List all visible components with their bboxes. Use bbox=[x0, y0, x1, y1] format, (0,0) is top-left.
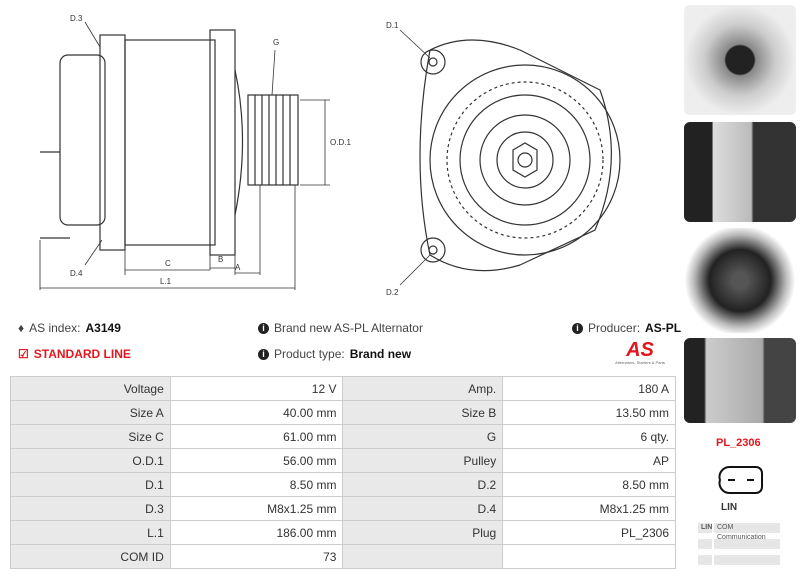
pin-name bbox=[698, 555, 712, 565]
plug-code: PL_2306 bbox=[716, 437, 761, 449]
spec-value: 8.50 mm bbox=[169, 472, 344, 497]
as-index-label: AS index: bbox=[29, 321, 81, 335]
brand-text: Brand new AS-PL Alternator bbox=[274, 321, 423, 335]
spec-label: L.1 bbox=[10, 520, 171, 545]
product-photo-rear[interactable] bbox=[684, 228, 796, 333]
pin-name: LIN bbox=[698, 523, 712, 533]
label-a: A bbox=[235, 263, 241, 272]
pin-desc bbox=[714, 539, 780, 549]
plug-connector-icon bbox=[718, 466, 763, 494]
info-icon: i bbox=[572, 322, 583, 334]
pin-desc: COM Communication bbox=[714, 523, 780, 541]
label-l1: L.1 bbox=[160, 277, 172, 286]
pin-desc bbox=[714, 555, 780, 565]
pin-row bbox=[698, 539, 780, 549]
spec-label: Amp. bbox=[342, 376, 504, 401]
alternator-side-drawing: D.3 D.4 G O.D.1 C B A L.1 bbox=[39, 14, 351, 290]
label-d4: D.4 bbox=[70, 269, 83, 278]
label-d3: D.3 bbox=[70, 14, 83, 23]
spec-value: 40.00 mm bbox=[169, 400, 344, 425]
product-type-label: Product type: bbox=[274, 347, 345, 361]
spec-label: D.4 bbox=[342, 496, 504, 521]
spec-value: 180 A bbox=[502, 376, 676, 401]
spec-value: 56.00 mm bbox=[169, 448, 344, 473]
spec-value: 8.50 mm bbox=[502, 472, 676, 497]
spec-label: D.2 bbox=[342, 472, 504, 497]
standard-line-label: STANDARD LINE bbox=[33, 347, 131, 361]
spec-value: 73 bbox=[169, 544, 344, 569]
spec-value: 186.00 mm bbox=[169, 520, 344, 545]
spec-label: G bbox=[342, 424, 504, 449]
brand-info: i Brand new AS-PL Alternator bbox=[258, 321, 423, 335]
spec-value: 6 qty. bbox=[502, 424, 676, 449]
spec-value: PL_2306 bbox=[502, 520, 676, 545]
label-d1: D.1 bbox=[386, 21, 399, 30]
spec-value: AP bbox=[502, 448, 676, 473]
label-d2: D.2 bbox=[386, 288, 399, 297]
info-icon: i bbox=[258, 322, 269, 334]
spec-label: COM ID bbox=[10, 544, 171, 569]
tag-icon: ♦ bbox=[18, 321, 25, 335]
spec-label: Size A bbox=[10, 400, 171, 425]
logo-text: AS bbox=[626, 339, 654, 361]
spec-label: Pulley bbox=[342, 448, 504, 473]
spec-label: D.1 bbox=[10, 472, 171, 497]
spec-value: M8x1.25 mm bbox=[169, 496, 344, 521]
as-pl-logo: AS Alternators, Starters & Parts bbox=[600, 340, 680, 365]
pin-row bbox=[698, 555, 780, 565]
spec-label: Size B bbox=[342, 400, 504, 425]
label-g: G bbox=[273, 38, 279, 47]
spec-label: D.3 bbox=[10, 496, 171, 521]
pin-name bbox=[698, 539, 712, 549]
label-b: B bbox=[218, 255, 223, 264]
alternator-front-drawing: D.1 D.2 bbox=[386, 21, 621, 297]
spec-label bbox=[342, 544, 504, 569]
spec-value: 61.00 mm bbox=[169, 424, 344, 449]
checkbox-icon: ☑ bbox=[18, 347, 29, 361]
plug-type: LIN bbox=[721, 502, 738, 513]
producer: i Producer: AS-PL bbox=[572, 321, 681, 335]
product-photo-side[interactable] bbox=[684, 122, 796, 222]
standard-line: ☑ STANDARD LINE bbox=[18, 347, 131, 361]
spec-value: 12 V bbox=[169, 376, 344, 401]
spec-value: M8x1.25 mm bbox=[502, 496, 676, 521]
spec-value bbox=[502, 544, 676, 569]
product-type: i Product type: Brand new bbox=[258, 347, 411, 361]
info-icon: i bbox=[258, 348, 269, 360]
spec-label: Voltage bbox=[10, 376, 171, 401]
label-od1: O.D.1 bbox=[330, 138, 351, 147]
spec-label: Plug bbox=[342, 520, 504, 545]
producer-label: Producer: bbox=[588, 321, 641, 335]
producer-value: AS-PL bbox=[645, 321, 682, 335]
spec-label: O.D.1 bbox=[10, 448, 171, 473]
as-index: ♦ AS index: A3149 bbox=[18, 321, 121, 335]
product-type-value: Brand new bbox=[349, 347, 412, 361]
spec-label: Size C bbox=[10, 424, 171, 449]
product-photo-angle[interactable] bbox=[684, 338, 796, 423]
spec-value: 13.50 mm bbox=[502, 400, 676, 425]
label-c: C bbox=[165, 259, 171, 268]
logo-tagline: Alternators, Starters & Parts bbox=[615, 360, 665, 365]
product-photo-front[interactable] bbox=[684, 5, 796, 115]
as-index-value: A3149 bbox=[85, 321, 121, 335]
